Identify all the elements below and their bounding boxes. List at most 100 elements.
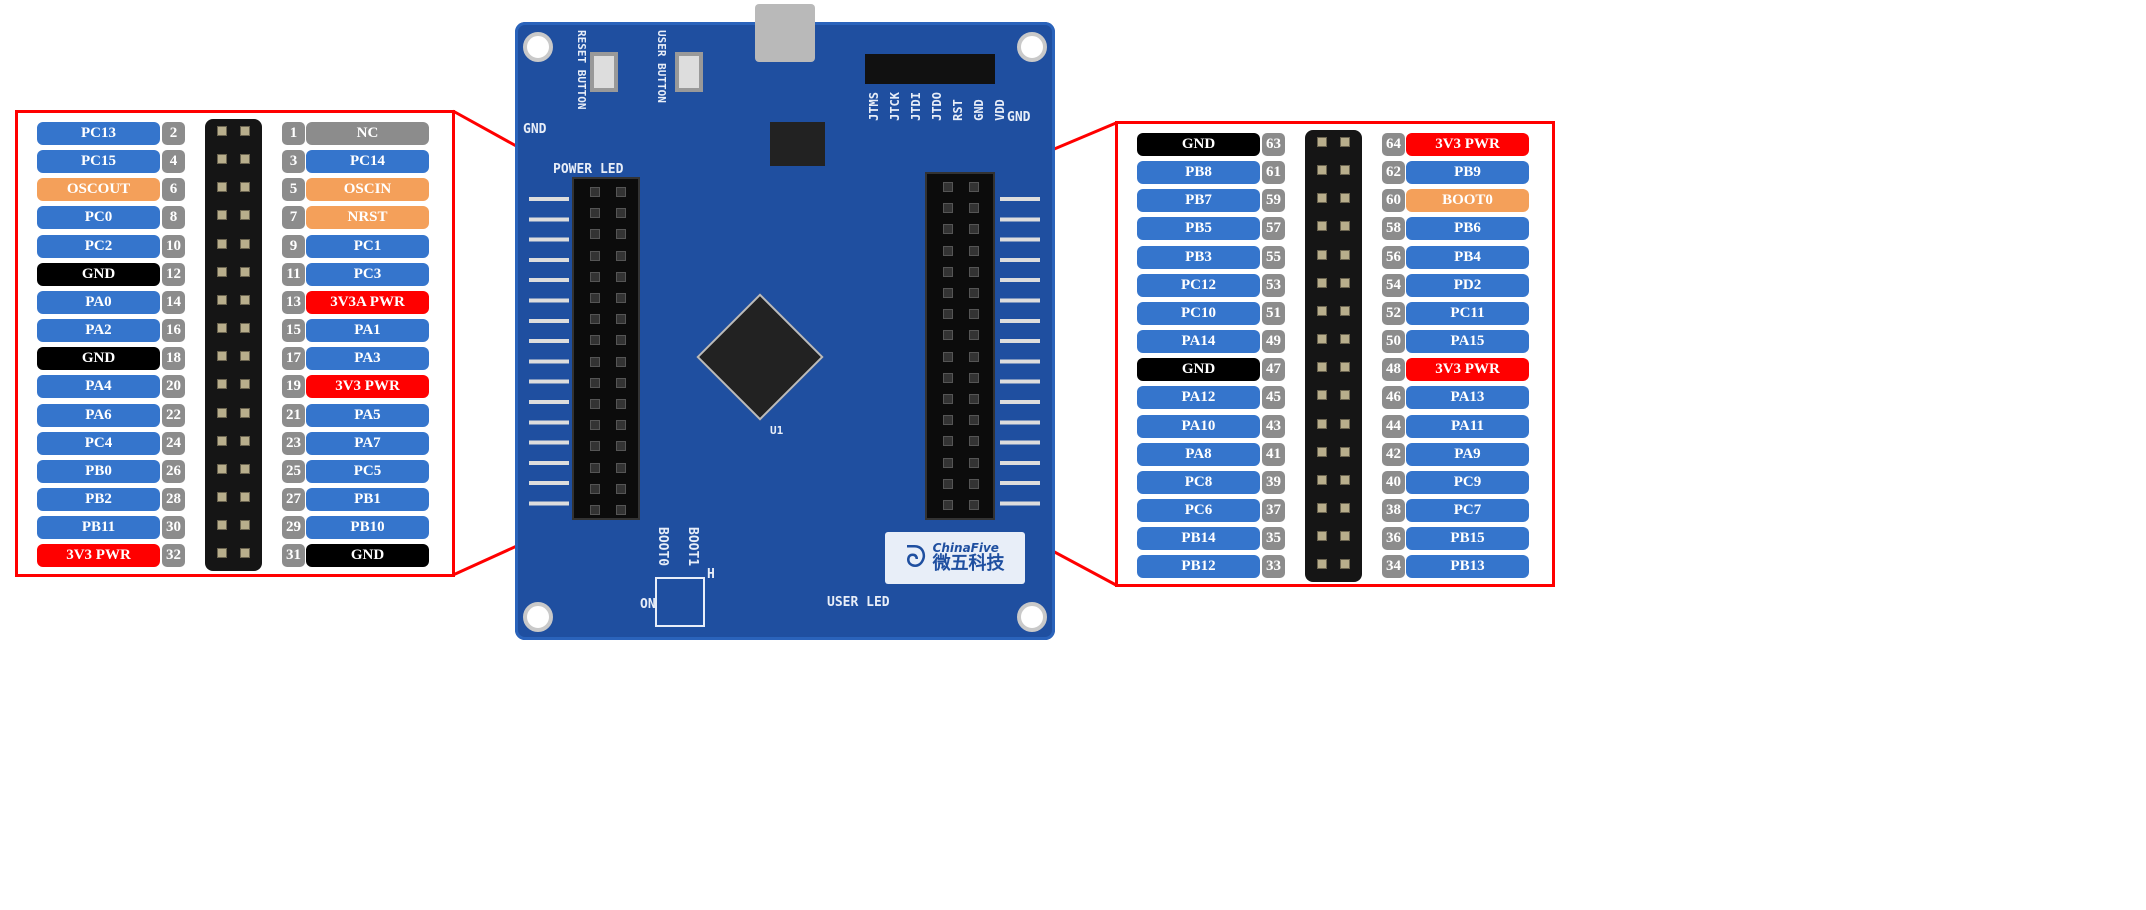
pin-label-pb1: PB1 bbox=[306, 487, 429, 511]
header-pin bbox=[217, 210, 227, 221]
pin-label-pb7: PB7 bbox=[1137, 189, 1260, 213]
board-header-pin bbox=[616, 505, 626, 515]
board-header-pin bbox=[943, 394, 953, 404]
pin-label-pa4: PA4 bbox=[37, 375, 160, 399]
pin-label-pb13: PB13 bbox=[1406, 555, 1529, 579]
board-header-pin bbox=[969, 500, 979, 510]
pin-number: 44 bbox=[1382, 414, 1405, 438]
board-header-pin bbox=[969, 457, 979, 468]
board-header-pin bbox=[943, 500, 953, 510]
board-header-pin bbox=[943, 330, 953, 341]
pin-label-pa13: PA13 bbox=[1406, 386, 1529, 410]
pin-header-graphic bbox=[205, 119, 262, 572]
header-pin bbox=[240, 210, 250, 221]
pin-number: 3 bbox=[282, 150, 305, 174]
pin-label-pb15: PB15 bbox=[1406, 527, 1529, 551]
board-header-pin bbox=[590, 229, 600, 240]
jtag-header bbox=[865, 54, 995, 84]
board-header-pin bbox=[590, 271, 600, 282]
pin-label-pa14: PA14 bbox=[1137, 330, 1260, 354]
pin-number: 60 bbox=[1382, 189, 1405, 213]
pin-label-pa15: PA15 bbox=[1406, 330, 1529, 354]
pin-number: 62 bbox=[1382, 161, 1405, 185]
board-header-pin bbox=[590, 399, 600, 409]
pin-label-pa9: PA9 bbox=[1406, 442, 1529, 466]
header-pin bbox=[1340, 249, 1350, 260]
brand-logo: ᘐ ChinaFive 微五科技 bbox=[885, 532, 1025, 584]
pin-number: 61 bbox=[1262, 161, 1285, 185]
board-header-pin bbox=[943, 224, 953, 235]
jtag-label-jtms: JTMS bbox=[867, 92, 881, 121]
pin-label-pa6: PA6 bbox=[37, 403, 160, 427]
pin-number: 24 bbox=[162, 431, 185, 455]
header-pin bbox=[1317, 446, 1327, 457]
board-header-pin bbox=[616, 335, 626, 346]
pin-number: 59 bbox=[1262, 189, 1285, 213]
board-header-pin bbox=[590, 441, 600, 452]
pin-label-pa1: PA1 bbox=[306, 319, 429, 343]
header-pin bbox=[217, 238, 227, 249]
pin-label-pb14: PB14 bbox=[1137, 527, 1260, 551]
board-header-pin bbox=[590, 420, 600, 431]
board-header-pin bbox=[616, 420, 626, 431]
pin-number: 36 bbox=[1382, 527, 1405, 551]
pin-number: 34 bbox=[1382, 555, 1405, 579]
pin-label-pc5: PC5 bbox=[306, 459, 429, 483]
brand-name-cn: 微五科技 bbox=[932, 552, 1005, 574]
pin-number: 63 bbox=[1262, 133, 1285, 156]
board-right-header bbox=[925, 172, 995, 520]
header-pin bbox=[1340, 137, 1350, 147]
header-pin bbox=[1317, 418, 1327, 429]
header-pin bbox=[1317, 559, 1327, 570]
pin-number: 57 bbox=[1262, 217, 1285, 241]
pin-number: 4 bbox=[162, 150, 185, 174]
mcu-chip bbox=[696, 293, 824, 421]
header-pin bbox=[240, 126, 250, 136]
board-header-pin bbox=[943, 372, 953, 383]
pin-label-pc1: PC1 bbox=[306, 234, 429, 258]
header-pin bbox=[1317, 531, 1327, 542]
pin-number: 45 bbox=[1262, 386, 1285, 410]
brand-name-en: ChinaFive bbox=[932, 541, 999, 556]
pin-label-pc11: PC11 bbox=[1406, 301, 1529, 325]
header-pin bbox=[217, 182, 227, 193]
board-header-pin bbox=[616, 250, 626, 261]
switch-h-label: H bbox=[707, 567, 715, 582]
header-pin bbox=[240, 463, 250, 474]
right-through-holes bbox=[1000, 187, 1040, 512]
pin-label-pb6: PB6 bbox=[1406, 217, 1529, 241]
gnd-label: GND bbox=[1007, 110, 1031, 125]
header-pin bbox=[217, 154, 227, 165]
pin-number: 25 bbox=[282, 459, 305, 483]
pin-label-pc4: PC4 bbox=[37, 431, 160, 455]
pin-number: 1 bbox=[282, 122, 305, 145]
pin-label-pc2: PC2 bbox=[37, 234, 160, 258]
header-pin bbox=[240, 182, 250, 193]
mount-hole bbox=[523, 32, 553, 62]
pin-label-pb11: PB11 bbox=[37, 516, 160, 540]
pin-label-3v3-pwr: 3V3 PWR bbox=[306, 375, 429, 399]
header-pin bbox=[1340, 474, 1350, 485]
header-pin bbox=[1317, 221, 1327, 232]
pin-number: 2 bbox=[162, 122, 185, 145]
header-pin bbox=[1317, 305, 1327, 316]
header-pin bbox=[217, 548, 227, 559]
pin-number: 47 bbox=[1262, 358, 1285, 382]
header-pin bbox=[1340, 362, 1350, 373]
switch-on-label: ON bbox=[640, 597, 656, 612]
board-photo: RESET BUTTON USER BUTTON GND GND POWER L… bbox=[515, 4, 1055, 640]
header-pin bbox=[240, 435, 250, 446]
pin-number: 32 bbox=[162, 544, 185, 568]
pin-number: 41 bbox=[1262, 442, 1285, 466]
header-pin bbox=[240, 520, 250, 531]
pin-label-pc3: PC3 bbox=[306, 262, 429, 286]
gnd-label: GND bbox=[523, 122, 547, 137]
header-pin bbox=[217, 126, 227, 136]
board-header-pin bbox=[590, 314, 600, 325]
pin-number: 38 bbox=[1382, 498, 1405, 522]
board-header-pin bbox=[616, 399, 626, 409]
pin-label-pb12: PB12 bbox=[1137, 555, 1260, 579]
board-header-pin bbox=[590, 356, 600, 367]
pin-label-pa2: PA2 bbox=[37, 319, 160, 343]
usb-c-connector bbox=[755, 4, 815, 62]
